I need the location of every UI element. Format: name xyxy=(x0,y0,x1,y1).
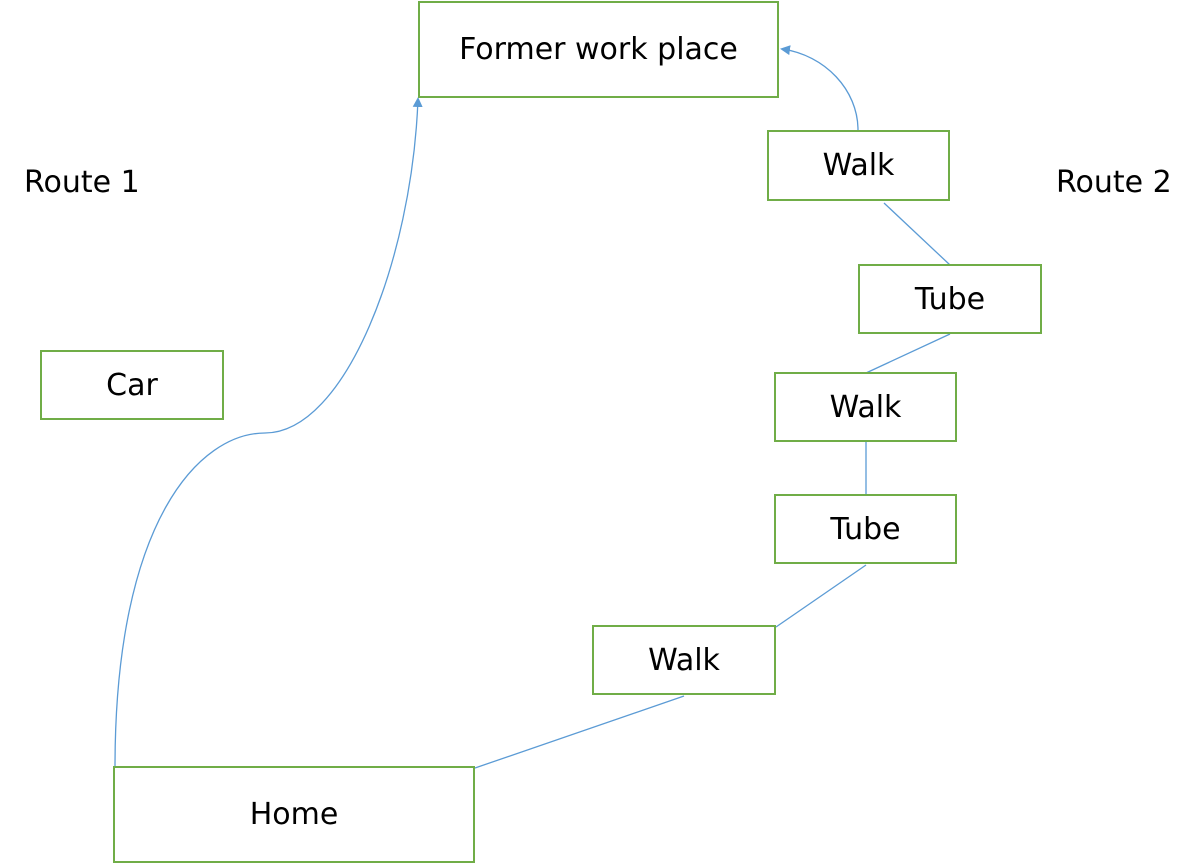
node-tube-upper-label: Tube xyxy=(914,281,986,317)
node-home: Home xyxy=(113,766,475,863)
node-tube-lower-label: Tube xyxy=(830,511,901,547)
node-walk-bottom: Walk xyxy=(592,625,776,695)
node-walk-bottom-label: Walk xyxy=(648,642,720,678)
node-car: Car xyxy=(40,350,224,420)
node-former-work-place: Former work place xyxy=(418,1,779,98)
node-walk-middle-label: Walk xyxy=(829,389,902,425)
node-car-label: Car xyxy=(106,367,158,403)
node-former-work-place-label: Former work place xyxy=(459,32,738,67)
node-tube-upper: Tube xyxy=(858,264,1042,334)
node-walk-top-label: Walk xyxy=(822,148,895,183)
route2-label: Route 2 xyxy=(1056,165,1172,200)
node-walk-top: Walk xyxy=(767,130,950,201)
tube-upper-to-walk-connector xyxy=(883,202,951,266)
node-walk-middle: Walk xyxy=(774,372,957,442)
node-home-label: Home xyxy=(249,797,339,832)
walk-to-work-connector xyxy=(780,45,859,131)
route1-label: Route 1 xyxy=(24,165,140,200)
walk-to-tube-lower-connector xyxy=(775,564,867,628)
walk-to-tube-upper-connector xyxy=(865,333,951,374)
route1-car-connector xyxy=(114,97,423,768)
node-tube-lower: Tube xyxy=(774,494,957,564)
home-to-walk-connector xyxy=(474,695,685,769)
